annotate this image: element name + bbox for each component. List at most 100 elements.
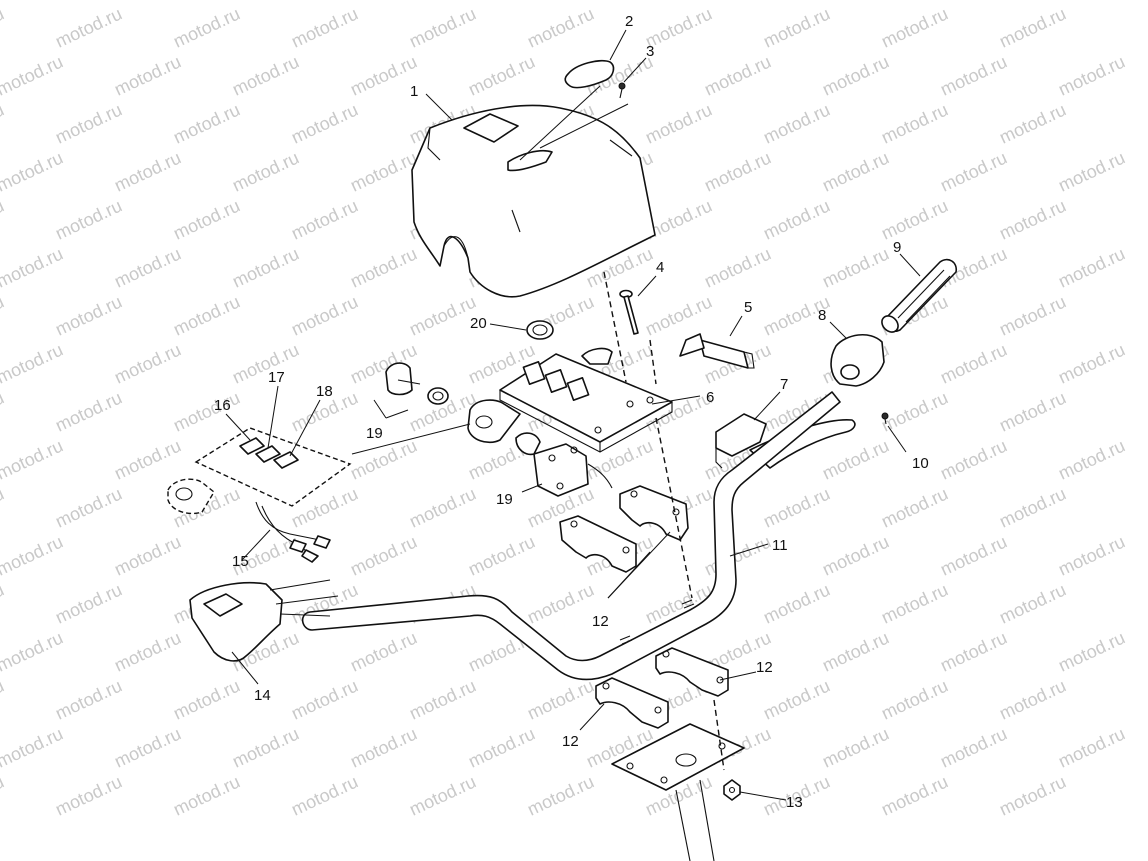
- watermark-text: motod.ru: [760, 675, 833, 723]
- watermark-text: motod.ru: [878, 579, 951, 627]
- watermark-text: motod.ru: [52, 675, 125, 723]
- part-12-clamp-lower-left: [595, 677, 669, 729]
- watermark-text: motod.ru: [406, 3, 479, 51]
- watermark-text: motod.ru: [0, 675, 7, 723]
- leader-lines: [225, 29, 921, 801]
- part-16-switch-button: [239, 437, 265, 455]
- watermark-text: motod.ru: [1055, 0, 1128, 4]
- watermark-text: motod.ru: [170, 195, 243, 243]
- left-switch-bracket: [167, 427, 352, 515]
- watermark-text: motod.ru: [0, 51, 66, 99]
- watermark-text: motod.ru: [996, 483, 1069, 531]
- watermark-text: motod.ru: [996, 99, 1069, 147]
- watermark-text: motod.ru: [111, 51, 184, 99]
- watermark-text: motod.ru: [0, 387, 7, 435]
- watermark-text: motod.ru: [878, 675, 951, 723]
- watermark-text: motod.ru: [465, 531, 538, 579]
- watermark-text: motod.ru: [52, 195, 125, 243]
- watermark-text: motod.ru: [878, 771, 951, 819]
- callout-9: 9: [893, 239, 901, 256]
- watermark-text: motod.ru: [0, 0, 66, 4]
- watermark-text: motod.ru: [937, 627, 1010, 675]
- watermark-text: motod.ru: [819, 147, 892, 195]
- watermark-text: motod.ru: [1055, 723, 1128, 771]
- callout-12-c: 12: [562, 733, 579, 750]
- watermark-text: motod.ru: [937, 339, 1010, 387]
- watermark-text: motod.ru: [170, 387, 243, 435]
- part-4-bolt: [619, 289, 639, 335]
- watermark-text: motod.ru: [170, 675, 243, 723]
- watermark-text: motod.ru: [465, 723, 538, 771]
- callout-19-b: 19: [496, 491, 513, 508]
- watermark-text: motod.ru: [642, 291, 715, 339]
- watermark-text: motod.ru: [583, 0, 656, 4]
- callout-14: 14: [254, 687, 271, 704]
- watermark-text: motod.ru: [524, 579, 597, 627]
- callout-2: 2: [625, 13, 633, 30]
- part-15-wiring: [255, 501, 331, 563]
- watermark-text: motod.ru: [52, 483, 125, 531]
- watermark-text: motod.ru: [996, 3, 1069, 51]
- watermark-text: motod.ru: [996, 195, 1069, 243]
- watermark-text: motod.ru: [760, 579, 833, 627]
- watermark-text: motod.ru: [996, 579, 1069, 627]
- callout-1: 1: [410, 83, 418, 100]
- watermark-text: motod.ru: [937, 723, 1010, 771]
- part-12-clamp-upper-right: [619, 485, 689, 541]
- callout-8: 8: [818, 307, 826, 324]
- callout-5: 5: [744, 299, 752, 316]
- watermark-text: motod.ru: [996, 387, 1069, 435]
- watermark-text: motod.ru: [937, 435, 1010, 483]
- watermark-text: motod.ru: [229, 243, 302, 291]
- watermark-text: motod.ru: [1055, 147, 1128, 195]
- watermark-text: motod.ru: [406, 291, 479, 339]
- part-14-switch-housing: [189, 579, 339, 662]
- watermark-text: motod.ru: [996, 291, 1069, 339]
- watermark-text: motod.ru: [288, 771, 361, 819]
- watermark-text: motod.ru: [819, 531, 892, 579]
- watermark-text: motod.ru: [1055, 531, 1128, 579]
- watermark-text: motod.ru: [406, 771, 479, 819]
- watermark-text: motod.ru: [878, 3, 951, 51]
- watermark-text: motod.ru: [170, 771, 243, 819]
- watermark-text: motod.ru: [465, 51, 538, 99]
- watermark-text: motod.ru: [0, 435, 66, 483]
- watermark-text: motod.ru: [229, 339, 302, 387]
- watermark-text: motod.ru: [52, 3, 125, 51]
- watermark-text: motod.ru: [347, 627, 420, 675]
- watermark-text: motod.ru: [288, 195, 361, 243]
- callout-17: 17: [268, 369, 285, 386]
- callout-12-b: 12: [756, 659, 773, 676]
- watermark-text: motod.ru: [1055, 243, 1128, 291]
- watermark-text: motod.ru: [701, 147, 774, 195]
- watermark-text: motod.ru: [1055, 339, 1128, 387]
- watermark-text: motod.ru: [760, 195, 833, 243]
- callout-3: 3: [646, 43, 654, 60]
- watermark-text: motod.ru: [170, 291, 243, 339]
- watermark-text: motod.ru: [406, 483, 479, 531]
- watermark-text: motod.ru: [52, 291, 125, 339]
- callout-6: 6: [706, 389, 714, 406]
- watermark-text: motod.ru: [229, 51, 302, 99]
- watermark-text: motod.ru: [701, 531, 774, 579]
- watermark-text: motod.ru: [0, 99, 7, 147]
- watermark-text: motod.ru: [819, 723, 892, 771]
- riser-plate: [611, 723, 745, 861]
- watermark-text: motod.ru: [937, 531, 1010, 579]
- watermark-text: motod.ru: [347, 435, 420, 483]
- callout-10: 10: [912, 455, 929, 472]
- watermark-text: motod.ru: [524, 675, 597, 723]
- part-20-bushing: [526, 320, 554, 340]
- callout-13: 13: [786, 794, 803, 811]
- watermark-text: motod.ru: [52, 771, 125, 819]
- watermark-text: motod.ru: [524, 3, 597, 51]
- watermark-text: motod.ru: [170, 3, 243, 51]
- watermark-text: motod.ru: [347, 531, 420, 579]
- watermark-text: motod.ru: [819, 0, 892, 4]
- watermark-text: motod.ru: [170, 99, 243, 147]
- watermark-text: motod.ru: [347, 147, 420, 195]
- watermark-text: motod.ru: [996, 675, 1069, 723]
- watermark-text: motod.ru: [288, 99, 361, 147]
- watermark-text: motod.ru: [0, 291, 7, 339]
- callout-16: 16: [214, 397, 231, 414]
